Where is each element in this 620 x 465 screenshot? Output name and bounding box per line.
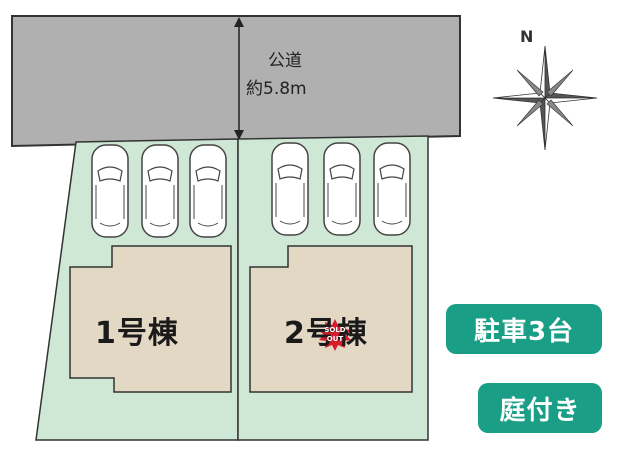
- feature-garden-badge: 庭付き: [478, 383, 602, 433]
- sold-out-starburst: [319, 319, 351, 351]
- north-label: N: [520, 27, 534, 46]
- lot-1-building: [69, 245, 232, 393]
- parking-space-2: [141, 144, 179, 238]
- sold-out-badge: SOLD OUT: [318, 319, 352, 353]
- lot-1-label: 1号棟: [95, 316, 179, 351]
- parking-space-5: [323, 142, 361, 236]
- sold-out-line2: OUT: [326, 335, 344, 343]
- parking-space-1: [91, 144, 129, 238]
- parking-space-6: [373, 142, 411, 236]
- parking-space-4: [271, 142, 309, 236]
- road-width: 約5.8m: [246, 79, 307, 99]
- arrow-head-bottom: [234, 130, 244, 140]
- road-name: 公道: [268, 51, 302, 71]
- compass-rose-icon: [492, 45, 598, 151]
- lot-2-label: 2号棟: [284, 316, 368, 351]
- parking-space-3: [189, 144, 227, 238]
- feature-parking-badge: 駐車3台: [446, 304, 602, 354]
- public-road: [11, 15, 461, 148]
- sold-out-line1: SOLD: [324, 326, 346, 334]
- lot-2-building: [249, 245, 413, 393]
- arrow-head-top: [234, 17, 244, 27]
